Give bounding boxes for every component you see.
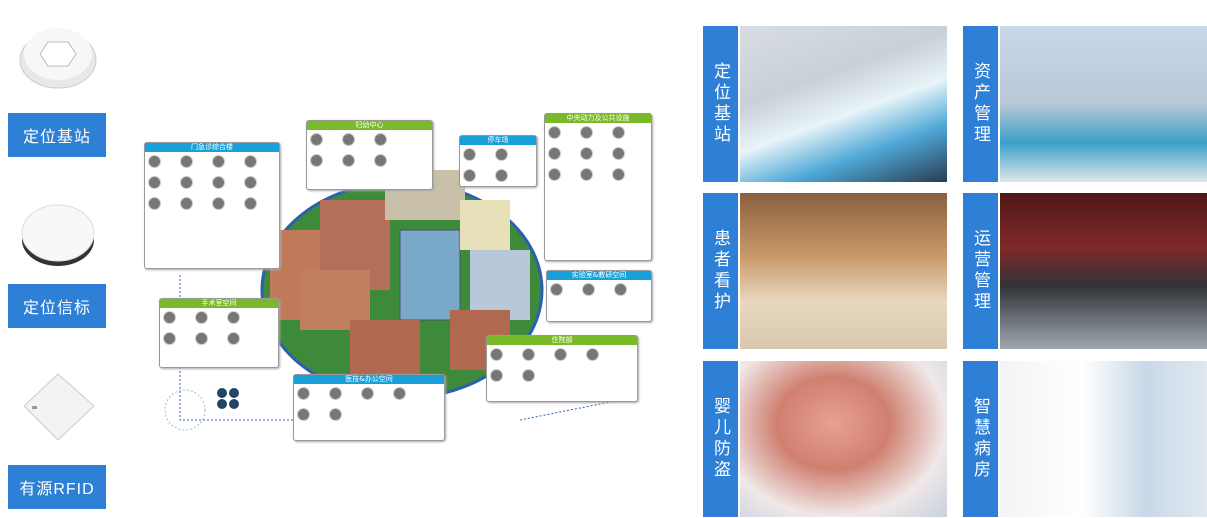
panel-outpatient: 门急诊综合楼 (144, 142, 280, 269)
panel-title: 门急诊综合楼 (145, 143, 279, 152)
card-label: 患者看护 (703, 193, 738, 349)
card-label: 运营管理 (963, 193, 998, 349)
control-room-photo (1000, 193, 1207, 349)
panel-title: 医技&办公空间 (294, 375, 444, 384)
hospital-diagram: 门急诊综合楼 妇幼中心 停车场 中央动力及公共设施 实验室&教研空间 手术室空间… (140, 110, 680, 441)
ward-device-photo (1000, 361, 1207, 517)
panel-title: 妇幼中心 (307, 121, 432, 130)
panel-title: 中央动力及公共设施 (545, 114, 651, 123)
panel-laboratory: 实验室&教研空间 (546, 270, 652, 322)
panel-maternal-child: 妇幼中心 (306, 120, 433, 190)
panel-central-power: 中央动力及公共设施 (544, 113, 652, 261)
panel-title: 实验室&教研空间 (547, 271, 651, 280)
rfid-tag-device-icon (23, 373, 95, 441)
panel-medical-tech-office: 医技&办公空间 (293, 374, 445, 441)
card-label: 定位基站 (703, 26, 738, 182)
card-operations-management[interactable]: 运营管理 (963, 193, 1207, 349)
tablet-phone-photo (740, 26, 947, 182)
panel-title: 住院部 (487, 336, 637, 345)
card-label: 资产管理 (963, 26, 998, 182)
rfid-button[interactable]: 有源RFID (8, 465, 106, 509)
card-patient-care[interactable]: 患者看护 (703, 193, 947, 349)
beacon-button[interactable]: 定位信标 (8, 284, 106, 328)
card-asset-management[interactable]: 资产管理 (963, 26, 1207, 182)
hospital-equipment-photo (1000, 26, 1207, 182)
card-positioning[interactable]: 定位基站 (703, 26, 947, 182)
panel-inpatient: 住院部 (486, 335, 638, 402)
card-smart-ward[interactable]: 智慧病房 (963, 361, 1207, 517)
beacon-device-icon (21, 204, 95, 266)
newborn-photo (740, 361, 947, 517)
hospital-room-photo (740, 193, 947, 349)
panel-title: 停车场 (460, 136, 536, 145)
panel-parking: 停车场 (459, 135, 537, 187)
card-label: 智慧病房 (963, 361, 998, 517)
gateway-icons (217, 388, 239, 409)
card-infant-anti-theft[interactable]: 婴儿防盗 (703, 361, 947, 517)
panel-operating-room: 手术室空间 (159, 298, 279, 368)
base-station-device-icon (19, 28, 97, 89)
base-station-button[interactable]: 定位基站 (8, 113, 106, 157)
card-label: 婴儿防盗 (703, 361, 738, 517)
panel-title: 手术室空间 (160, 299, 278, 308)
